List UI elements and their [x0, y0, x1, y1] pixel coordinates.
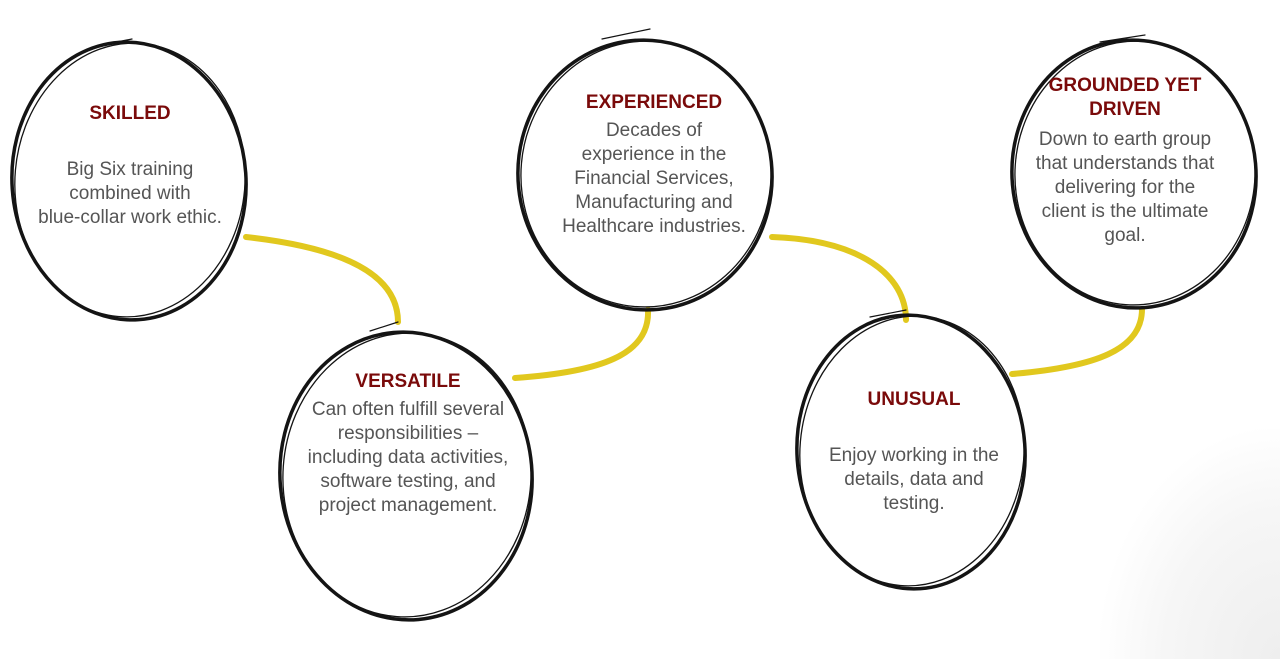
node-line: Financial Services,	[574, 168, 734, 189]
node-title: EXPERIENCED	[585, 92, 723, 113]
node-line: experience in the	[581, 144, 727, 165]
node-line: Manufacturing and	[575, 192, 733, 213]
node-title: VERSATILE	[355, 371, 461, 392]
node-line: combined with	[69, 183, 191, 204]
node-title: GROUNDED YET	[1048, 75, 1202, 96]
node-title: SKILLED	[89, 103, 171, 124]
node-line: Decades of	[605, 120, 703, 141]
circle-versatile	[278, 321, 534, 622]
node-line: responsibilities –	[337, 423, 479, 444]
node-line: Can often fulfill several	[311, 399, 505, 420]
connector-unusual-grounded	[1009, 306, 1145, 377]
circle-experienced	[516, 28, 774, 312]
node-line: goal.	[1104, 225, 1146, 246]
node-line: Healthcare industries.	[562, 216, 746, 237]
circle-grounded	[1010, 34, 1258, 310]
node-skilled: SKILLED Big Six training combined with b…	[12, 102, 248, 230]
node-line: delivering for the	[1054, 177, 1196, 198]
node-line: including data activities,	[307, 447, 509, 468]
node-line: client is the ultimate	[1041, 201, 1209, 222]
node-line: testing.	[883, 493, 945, 514]
connector-skilled-versatile	[243, 234, 401, 325]
connector-experienced-unusual	[769, 234, 909, 323]
node-experienced: EXPERIENCED Decades of experience in the…	[525, 91, 783, 239]
corner-shading	[1100, 429, 1280, 659]
node-line: that understands that	[1035, 153, 1215, 174]
node-line: Enjoy working in the	[828, 445, 1000, 466]
node-line: blue-collar work ethic.	[38, 207, 222, 228]
node-line: project management.	[318, 495, 498, 516]
node-line: software testing, and	[320, 471, 496, 492]
node-title: DRIVEN	[1089, 99, 1161, 120]
node-versatile: VERSATILE Can often fulfill several resp…	[283, 370, 533, 518]
circle-unusual	[795, 309, 1027, 591]
connector-versatile-experienced	[512, 307, 652, 381]
circle-skilled	[10, 38, 248, 322]
node-line: Down to earth group	[1038, 129, 1212, 150]
node-title: UNUSUAL	[867, 389, 961, 410]
node-line: Big Six training	[66, 159, 194, 180]
node-grounded: GROUNDED YET DRIVEN Down to earth group …	[1012, 74, 1238, 248]
node-unusual: UNUSUAL Enjoy working in the details, da…	[800, 388, 1028, 516]
node-line: details, data and	[844, 469, 984, 490]
